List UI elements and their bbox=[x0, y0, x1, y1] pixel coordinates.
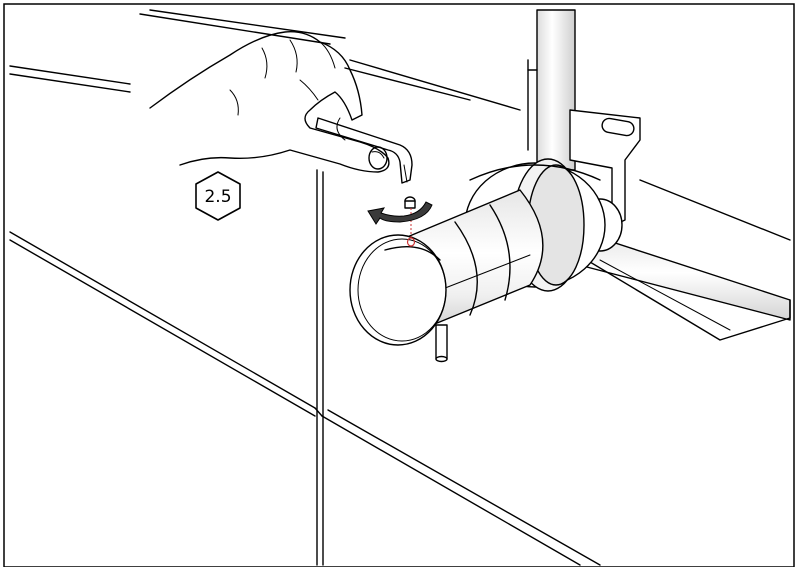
wall-tiles bbox=[9, 9, 791, 566]
vertical-pipe bbox=[527, 9, 576, 171]
hexagon-badge-icon: 2.5 bbox=[195, 171, 241, 221]
allen-key-icon bbox=[315, 117, 413, 184]
wrench-size-label: 2.5 bbox=[204, 187, 231, 207]
frame-border bbox=[3, 3, 795, 567]
mixer-end-cap bbox=[349, 234, 447, 346]
rotation-arrow-icon bbox=[367, 201, 433, 225]
set-screw-icon bbox=[404, 196, 416, 247]
hand-icon bbox=[149, 31, 390, 173]
mounting-bracket bbox=[569, 109, 641, 227]
mixer-spout bbox=[435, 324, 448, 363]
